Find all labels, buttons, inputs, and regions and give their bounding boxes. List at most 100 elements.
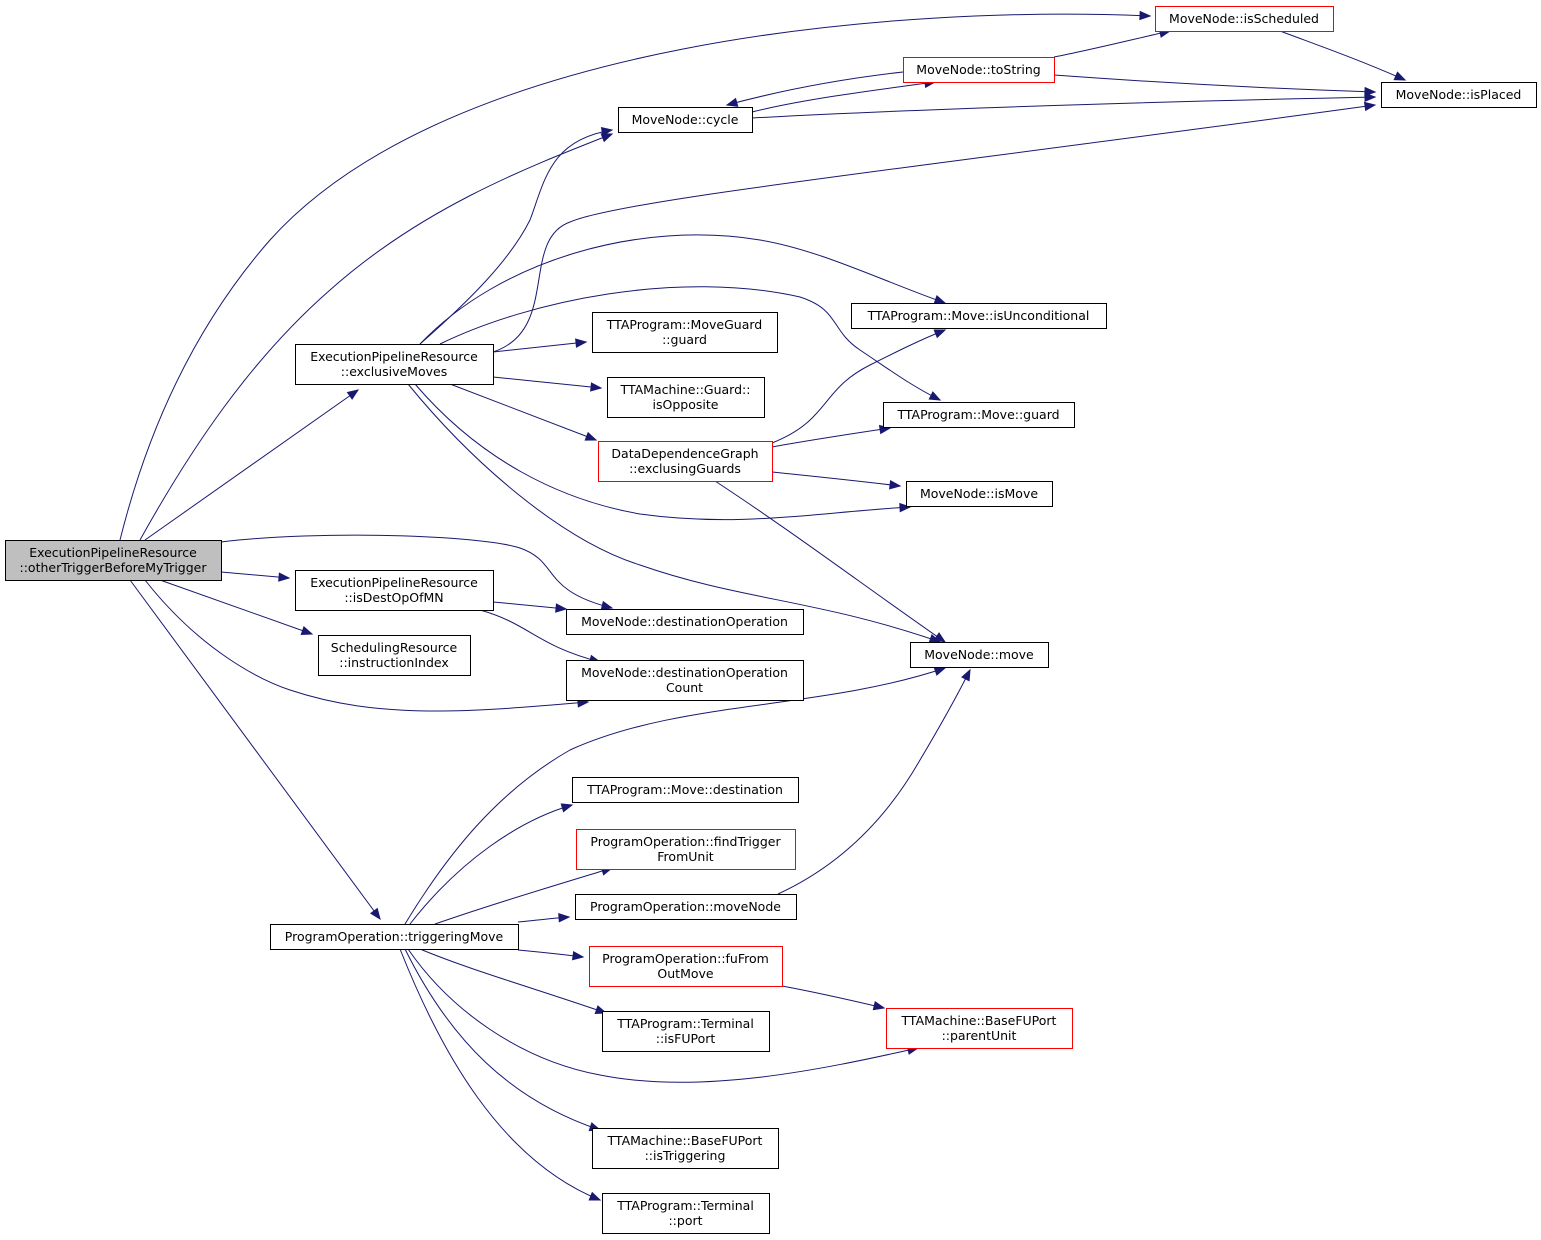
node-isOpposite[interactable]: TTAMachine::Guard::isOpposite (607, 377, 765, 418)
node-label: TTAProgram::MoveGuard (606, 317, 762, 332)
arrowhead-icon (1393, 71, 1407, 81)
node-label: ProgramOperation::moveNode (590, 899, 781, 914)
node-moveNode[interactable]: ProgramOperation::moveNode (575, 894, 797, 920)
node-isMove[interactable]: MoveNode::isMove (906, 481, 1053, 507)
node-box[interactable] (592, 312, 778, 353)
edge-cycle-to-toString (751, 78, 937, 113)
node-box[interactable] (618, 107, 753, 133)
edge-exclusiveMoves-to-isUnconditional (419, 234, 947, 345)
node-isDestOpOfMN[interactable]: ExecutionPipelineResource::isDestOpOfMN (295, 570, 494, 611)
arrowhead-icon (369, 907, 381, 921)
arrowhead-icon (933, 329, 947, 339)
node-isUnconditional[interactable]: TTAProgram::Move::isUnconditional (851, 303, 1107, 329)
node-label: ProgramOperation::findTrigger (590, 834, 781, 849)
node-box[interactable] (1381, 82, 1537, 108)
arrowhead-icon (575, 338, 588, 348)
edge-line (144, 579, 589, 712)
arrowhead-icon (872, 1000, 886, 1011)
arrowhead-icon (725, 97, 739, 107)
edge-line (119, 13, 1151, 541)
node-box[interactable] (566, 660, 804, 701)
edge-toString-to-isScheduled (1053, 28, 1172, 58)
edge-line (139, 133, 613, 541)
node-label: TTAMachine::BaseFUPort (901, 1013, 1057, 1028)
node-box[interactable] (295, 344, 494, 385)
node-box[interactable] (607, 377, 765, 418)
node-box[interactable] (572, 777, 799, 803)
arrowhead-icon (600, 600, 614, 611)
node-box[interactable] (295, 570, 494, 611)
node-label: MoveNode::cycle (632, 112, 739, 127)
node-box[interactable] (886, 1008, 1073, 1049)
node-label: ::isFUPort (656, 1031, 716, 1046)
edge-toString-to-cycle (725, 71, 904, 107)
edge-line (771, 471, 901, 487)
node-cycle[interactable]: MoveNode::cycle (618, 107, 753, 133)
edge-toString-to-isPlaced (1053, 74, 1377, 97)
edge-exclusiveMoves-to-isMove (414, 383, 912, 521)
node-label: ExecutionPipelineResource (29, 545, 197, 560)
node-box[interactable] (602, 1011, 770, 1052)
edge-line (144, 389, 359, 541)
node-box[interactable] (566, 609, 804, 635)
node-isScheduled[interactable]: MoveNode::isScheduled (1155, 6, 1334, 32)
arrowhead-icon (600, 133, 614, 143)
edge-line (781, 985, 885, 1009)
node-box[interactable] (318, 635, 471, 676)
edge-triggeringMove-to-moveNode (517, 913, 571, 923)
node-instructionIndex[interactable]: SchedulingResource::instructionIndex (318, 635, 471, 676)
node-box[interactable] (903, 57, 1055, 83)
node-box[interactable] (592, 1128, 779, 1169)
node-box[interactable] (576, 829, 796, 870)
node-box[interactable] (910, 642, 1049, 668)
arrowhead-icon (555, 603, 568, 613)
node-box[interactable] (851, 303, 1107, 329)
node-label: MoveNode::move (924, 647, 1034, 662)
node-box[interactable] (575, 894, 797, 920)
node-label: TTAProgram::Move::destination (586, 782, 783, 797)
arrowhead-icon (558, 913, 571, 923)
edge-triggeringMove-to-moveDestination (409, 803, 574, 925)
node-isFUPort[interactable]: TTAProgram::Terminal::isFUPort (602, 1011, 770, 1052)
node-destinationOperation[interactable]: MoveNode::destinationOperation (566, 609, 804, 635)
node-exclusiveMoves[interactable]: ExecutionPipelineResource::exclusiveMove… (295, 344, 494, 385)
node-isPlaced[interactable]: MoveNode::isPlaced (1381, 82, 1537, 108)
node-isTriggering[interactable]: TTAMachine::BaseFUPort::isTriggering (592, 1128, 779, 1169)
node-moveGuardGuard[interactable]: TTAProgram::MoveGuard::guard (592, 312, 778, 353)
edge-line (407, 948, 919, 1083)
node-triggeringMove[interactable]: ProgramOperation::triggeringMove (270, 924, 519, 950)
node-box[interactable] (1155, 6, 1334, 32)
node-root[interactable]: ExecutionPipelineResource::otherTriggerB… (5, 540, 222, 581)
edges-layer (119, 10, 1407, 1201)
node-label: TTAProgram::Terminal (616, 1016, 754, 1031)
node-box[interactable] (602, 1193, 770, 1234)
node-exclusingGuards[interactable]: DataDependenceGraph::exclusingGuards (598, 441, 773, 482)
node-box[interactable] (589, 946, 783, 987)
node-moveGuard[interactable]: TTAProgram::Move::guard (883, 402, 1075, 428)
node-box[interactable] (598, 441, 773, 482)
node-toString[interactable]: MoveNode::toString (903, 57, 1055, 83)
node-box[interactable] (883, 402, 1075, 428)
node-label: MoveNode::isMove (920, 486, 1038, 501)
edge-line (220, 571, 290, 579)
arrowhead-icon (560, 803, 574, 813)
edge-line (492, 376, 602, 389)
edge-exclusingGuards-to-move (714, 480, 947, 643)
arrowhead-icon (571, 950, 585, 961)
node-label: ProgramOperation::triggeringMove (285, 929, 504, 944)
edge-line (449, 383, 597, 441)
node-box[interactable] (270, 924, 519, 950)
node-parentUnit[interactable]: TTAMachine::BaseFUPort::parentUnit (886, 1008, 1073, 1049)
node-move[interactable]: MoveNode::move (910, 642, 1049, 668)
arrowhead-icon (889, 480, 902, 490)
edge-root-to-isScheduled (119, 10, 1152, 541)
node-box[interactable] (5, 540, 222, 581)
edge-line (414, 383, 911, 521)
node-box[interactable] (906, 481, 1053, 507)
node-moveDestination[interactable]: TTAProgram::Move::destination (572, 777, 799, 803)
node-port[interactable]: TTAProgram::Terminal::port (602, 1193, 770, 1234)
edge-triggeringMove-to-isTriggering (404, 948, 602, 1132)
